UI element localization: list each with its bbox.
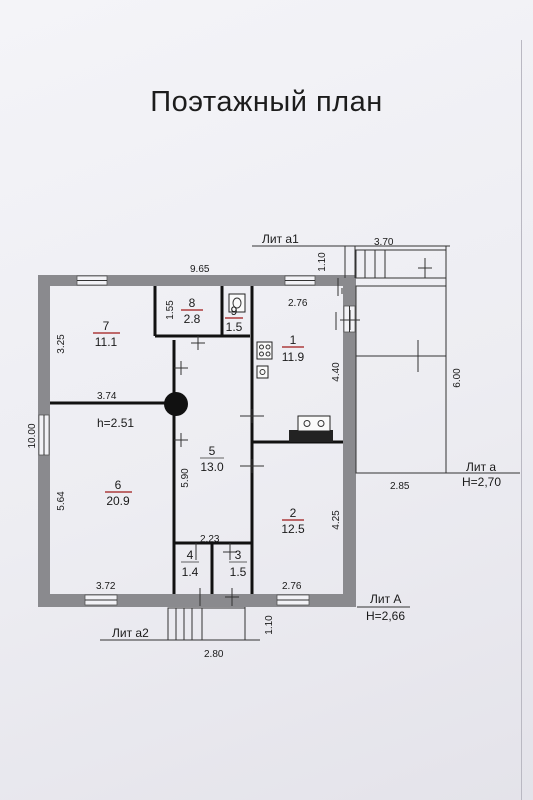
dim-wc-width: 2.23 xyxy=(200,534,220,545)
room-6-number: 6 xyxy=(115,478,122,492)
room-2-number: 2 xyxy=(290,506,297,520)
dim-annex-a1-width: 3.70 xyxy=(374,237,394,248)
dim-room6-height: 5.64 xyxy=(56,491,67,511)
paper-edge xyxy=(521,40,522,800)
dim-room7-height: 3.25 xyxy=(56,334,67,354)
dim-annex-a-width: 2.85 xyxy=(390,481,410,492)
window-top-right xyxy=(284,275,316,286)
room-6-area: 20.9 xyxy=(106,494,130,508)
room-9-number: 9 xyxy=(231,304,238,318)
dim-top-width: 9.65 xyxy=(190,264,210,275)
room-7-area: 11.1 xyxy=(95,335,118,349)
dim-room7-width: 3.74 xyxy=(97,391,117,402)
room-3-number: 3 xyxy=(235,548,242,562)
room-4-area: 1.4 xyxy=(182,565,199,579)
windows xyxy=(38,275,356,606)
room-5-number: 5 xyxy=(209,444,216,458)
annex-a2 xyxy=(100,607,260,641)
dim-room6-width: 3.72 xyxy=(96,581,116,592)
room-1-area: 11.9 xyxy=(282,350,305,364)
heater-icon xyxy=(289,415,333,442)
dim-annex-a1-depth: 1.10 xyxy=(317,252,328,272)
wall-right xyxy=(343,275,356,607)
annex-right xyxy=(252,245,520,608)
ceiling-height: h=2.51 xyxy=(97,416,134,430)
toilet-icon xyxy=(228,293,246,313)
wall-top xyxy=(38,275,356,286)
room-labels: 7 11.1 8 2.8 9 1.5 1 11.9 5 13.0 6 20.9 … xyxy=(95,296,305,579)
dim-side-height: 10.00 xyxy=(27,423,38,448)
room-7-number: 7 xyxy=(103,319,110,333)
room-2-area: 12.5 xyxy=(281,522,305,536)
dim-room8-height: 1.55 xyxy=(165,300,176,320)
window-bottom-right xyxy=(276,594,310,606)
lit-a-height: H=2,70 xyxy=(462,475,501,489)
dim-annex-a2-depth: 1.10 xyxy=(264,615,275,635)
annex-a xyxy=(355,285,447,474)
window-top-left xyxy=(76,275,108,286)
dim-annex-a2-width: 2.80 xyxy=(204,649,224,660)
fixtures xyxy=(164,293,360,606)
room-3-area: 1.5 xyxy=(230,565,247,579)
dim-room5-height: 5.90 xyxy=(180,468,191,488)
room-5-area: 13.0 xyxy=(200,460,224,474)
dim-room1-width: 2.76 xyxy=(288,298,308,309)
stove-icon xyxy=(164,392,188,416)
wall-bottom xyxy=(38,594,356,607)
window-left xyxy=(38,414,50,456)
room-4-number: 4 xyxy=(187,548,194,562)
outer-walls xyxy=(38,275,356,607)
dim-annex-a-height: 6.00 xyxy=(452,368,463,388)
lit-a1-label: Лит а1 xyxy=(262,232,299,246)
lit-labels: Лит а1 Лит а H=2,70 Лит А H=2,66 Лит а2 xyxy=(112,232,501,640)
sink-icon xyxy=(256,365,269,379)
cooktop-icon xyxy=(256,341,273,360)
lit-a-label: Лит а xyxy=(466,460,496,474)
dimension-labels: 9.65 10.00 3.70 1.10 6.00 2.85 1.10 2.80… xyxy=(27,237,463,660)
lit-A-label: Лит А xyxy=(370,592,401,606)
lit-A-height: H=2,66 xyxy=(366,609,405,623)
window-bottom-left xyxy=(84,594,118,606)
annex-a1 xyxy=(355,249,447,279)
plan-title: Поэтажный план xyxy=(150,86,383,118)
room-underlines xyxy=(93,309,304,521)
door-ticks xyxy=(174,310,360,606)
dim-room2-width: 2.76 xyxy=(282,581,302,592)
dim-room1-height: 4.40 xyxy=(331,362,342,382)
room-1-number: 1 xyxy=(290,333,297,347)
lit-a2-label: Лит а2 xyxy=(112,626,149,640)
room-8-area: 2.8 xyxy=(184,312,201,326)
dim-room2-height: 4.25 xyxy=(331,510,342,530)
room-8-number: 8 xyxy=(189,296,196,310)
room-9-area: 1.5 xyxy=(226,320,243,334)
